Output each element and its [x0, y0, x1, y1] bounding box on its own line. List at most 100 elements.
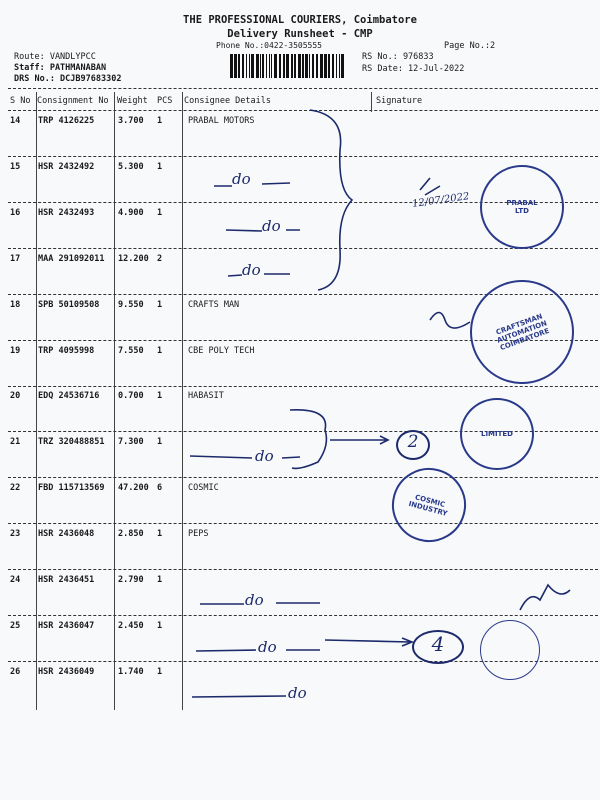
- barcode-bar: [328, 54, 330, 78]
- consignment-number: TRP 4126225: [38, 116, 95, 126]
- row-divider: [8, 523, 598, 525]
- weight: 2.790: [118, 575, 144, 585]
- consignment-number: HSR 2436049: [38, 666, 95, 677]
- serial-number: 22: [10, 483, 21, 494]
- barcode: [230, 54, 344, 78]
- barcode-bar: [339, 54, 340, 78]
- handwritten-count: 4: [412, 630, 464, 664]
- pieces: 6: [157, 483, 163, 494]
- weight: 0.700: [118, 391, 144, 402]
- consignment-number: HSR 2432492: [38, 161, 95, 172]
- barcode-bar: [286, 54, 289, 78]
- pieces: 2: [157, 253, 163, 264]
- barcode-bar: [283, 54, 285, 78]
- barcode-bar: [316, 54, 318, 78]
- col-header-consignment: Consignment No: [37, 96, 109, 106]
- barcode-bar: [324, 54, 327, 78]
- serial-number: 23: [10, 529, 21, 540]
- serial-number: 16: [10, 207, 21, 218]
- consignment-number: FBD 115713569: [38, 483, 105, 494]
- weight: 7.550: [118, 345, 144, 356]
- pieces: 1: [157, 666, 163, 677]
- consignee-details: HABASIT: [188, 391, 224, 402]
- row-divider: [8, 431, 598, 433]
- row-divider: [8, 660, 598, 662]
- barcode-bar: [260, 54, 261, 78]
- column-line: [36, 92, 37, 710]
- barcode-bar: [341, 54, 344, 78]
- col-header-sno: S No: [10, 96, 31, 106]
- barcode-bar: [274, 54, 277, 78]
- handwritten-ditto: do: [262, 217, 281, 235]
- serial-number: 14: [10, 116, 21, 126]
- barcode-bar: [291, 54, 293, 78]
- weight: 12.200: [118, 253, 149, 264]
- col-header-pcs: PCS: [157, 96, 173, 106]
- weight: 2.450: [118, 620, 144, 631]
- barcode-bar: [332, 54, 334, 78]
- barcode-bar: [309, 54, 310, 78]
- barcode-bar: [262, 54, 264, 78]
- row-divider: [8, 156, 598, 157]
- pieces: 1: [157, 575, 163, 585]
- consignment-number: EDQ 24536716: [38, 391, 100, 402]
- pieces: 1: [157, 116, 163, 126]
- pieces: 1: [157, 299, 163, 310]
- consignment-number: HSR 2436451: [38, 575, 95, 585]
- barcode-bar: [230, 54, 233, 78]
- row-divider: [8, 615, 598, 616]
- consignment-number: SPB 50109508: [38, 299, 100, 310]
- weight: 7.300: [118, 437, 144, 448]
- page-number: Page No.:2: [444, 41, 496, 51]
- row-divider: [8, 247, 598, 249]
- row-divider: [8, 477, 598, 479]
- consignee-details: COSMIC: [188, 483, 219, 494]
- barcode-bar: [305, 54, 308, 78]
- barcode-bar: [266, 54, 267, 78]
- staff: Staff: PATHMANABAN: [14, 63, 107, 73]
- consignment-number: HSR 2436048: [38, 529, 95, 540]
- handwritten-ditto: do: [232, 170, 251, 188]
- pieces: 1: [157, 391, 163, 402]
- company-stamp: [480, 620, 540, 680]
- serial-number: 24: [10, 575, 21, 585]
- table-row: 24 HSR 2436451 2.790 1: [0, 575, 600, 621]
- serial-number: 19: [10, 345, 21, 356]
- pieces: 1: [157, 345, 163, 356]
- barcode-bar: [238, 54, 240, 78]
- route: Route: VANDLYPCC: [14, 52, 96, 62]
- barcode-bar: [269, 54, 270, 78]
- handwritten-ditto: do: [245, 591, 264, 609]
- barcode-bar: [298, 54, 301, 78]
- weight: 1.740: [118, 666, 144, 677]
- consignee-details: CRAFTS MAN: [188, 299, 240, 310]
- col-header-signature: Signature: [376, 96, 423, 106]
- column-line: [114, 92, 115, 710]
- weight: 5.300: [118, 161, 144, 172]
- consignee-details: PEPS: [188, 529, 209, 540]
- barcode-bar: [279, 54, 281, 78]
- rs-date: RS Date: 12-Jul-2022: [362, 64, 465, 74]
- barcode-bar: [336, 54, 337, 78]
- drs-number: DRS No.: DCJB97683302: [14, 74, 122, 84]
- consignee-details: PRABAL MOTORS: [188, 116, 255, 126]
- company-name: THE PROFESSIONAL COURIERS, Coimbatore: [183, 14, 417, 26]
- column-line: [371, 92, 372, 112]
- weight: 4.900: [118, 207, 144, 218]
- weight: 2.850: [118, 529, 144, 540]
- rs-number: RS No.: 976833: [362, 52, 434, 62]
- row-divider: [8, 201, 598, 203]
- serial-number: 21: [10, 437, 21, 448]
- consignment-number: HSR 2432493: [38, 207, 95, 218]
